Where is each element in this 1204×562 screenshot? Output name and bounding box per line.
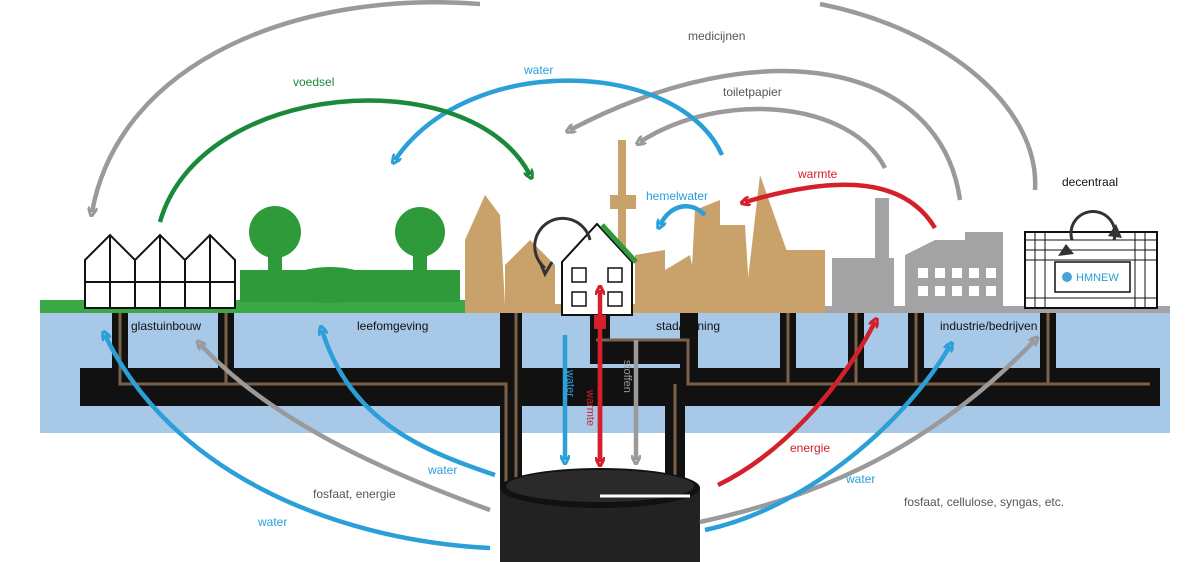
factory-icon bbox=[832, 198, 1003, 306]
arrow-blue-water-left-inner bbox=[322, 330, 496, 478]
label-fosfaat-right: fosfaat, cellulose, syngas, etc. bbox=[904, 495, 1064, 509]
city-skyline bbox=[465, 140, 825, 305]
label-water-left-inner: water bbox=[427, 463, 457, 477]
greenhouse-icon bbox=[84, 233, 236, 309]
red-pipe-block bbox=[594, 315, 606, 329]
arrow-grey-top-left bbox=[92, 0, 481, 212]
label-fosfaat-energie: fosfaat, energie bbox=[313, 487, 396, 501]
label-stoffen-pipe: stoffen bbox=[621, 360, 633, 393]
label-warmte-top: warmte bbox=[797, 167, 838, 181]
pipe-network bbox=[80, 313, 1160, 493]
arrow-grey-fosfaat-right bbox=[699, 340, 1035, 525]
arrow-blue-water-right bbox=[704, 346, 950, 533]
label-energie: energie bbox=[790, 441, 830, 455]
ground-grey bbox=[825, 306, 1170, 313]
label-water-pipe: water bbox=[564, 369, 576, 397]
arrow-grey-toiletpapier bbox=[640, 106, 887, 170]
label-warmte-pipe: warmte bbox=[584, 389, 596, 426]
arrow-green-voedsel bbox=[157, 98, 530, 223]
treatment-tank bbox=[500, 468, 700, 562]
decentral-building-icon bbox=[1024, 209, 1158, 309]
label-industrie: industrie/bedrijven bbox=[940, 319, 1037, 333]
arrow-blue-hemelwater bbox=[660, 204, 707, 225]
label-voedsel: voedsel bbox=[293, 75, 334, 89]
arrow-blue-water-left-outer bbox=[105, 335, 491, 551]
arrow-red-energie bbox=[717, 322, 875, 488]
trees-icon bbox=[240, 206, 460, 303]
arrow-grey-top-right bbox=[819, 1, 1038, 191]
label-water-right: water bbox=[845, 472, 875, 486]
label-glastuinbouw: glastuinbouw bbox=[131, 319, 201, 333]
label-medicijnen: medicijnen bbox=[688, 29, 745, 43]
label-decentraal: decentraal bbox=[1062, 175, 1118, 189]
blue-flow-arrows bbox=[105, 78, 950, 551]
arrow-red-warmte-top bbox=[745, 182, 937, 230]
label-water-top: water bbox=[523, 63, 553, 77]
logo-text: HMNEW bbox=[1076, 272, 1119, 284]
house-icon bbox=[533, 216, 638, 316]
arrow-grey-fosfaat-left bbox=[200, 344, 491, 513]
label-stad-woning: stad/woning bbox=[656, 319, 720, 333]
label-hemelwater: hemelwater bbox=[646, 189, 708, 203]
label-toiletpapier: toiletpapier bbox=[723, 85, 782, 99]
ground-tan bbox=[465, 304, 825, 313]
arrow-blue-water-top bbox=[395, 78, 725, 160]
label-water-left-outer: water bbox=[257, 515, 287, 529]
label-leefomgeving: leefomgeving bbox=[357, 319, 428, 333]
